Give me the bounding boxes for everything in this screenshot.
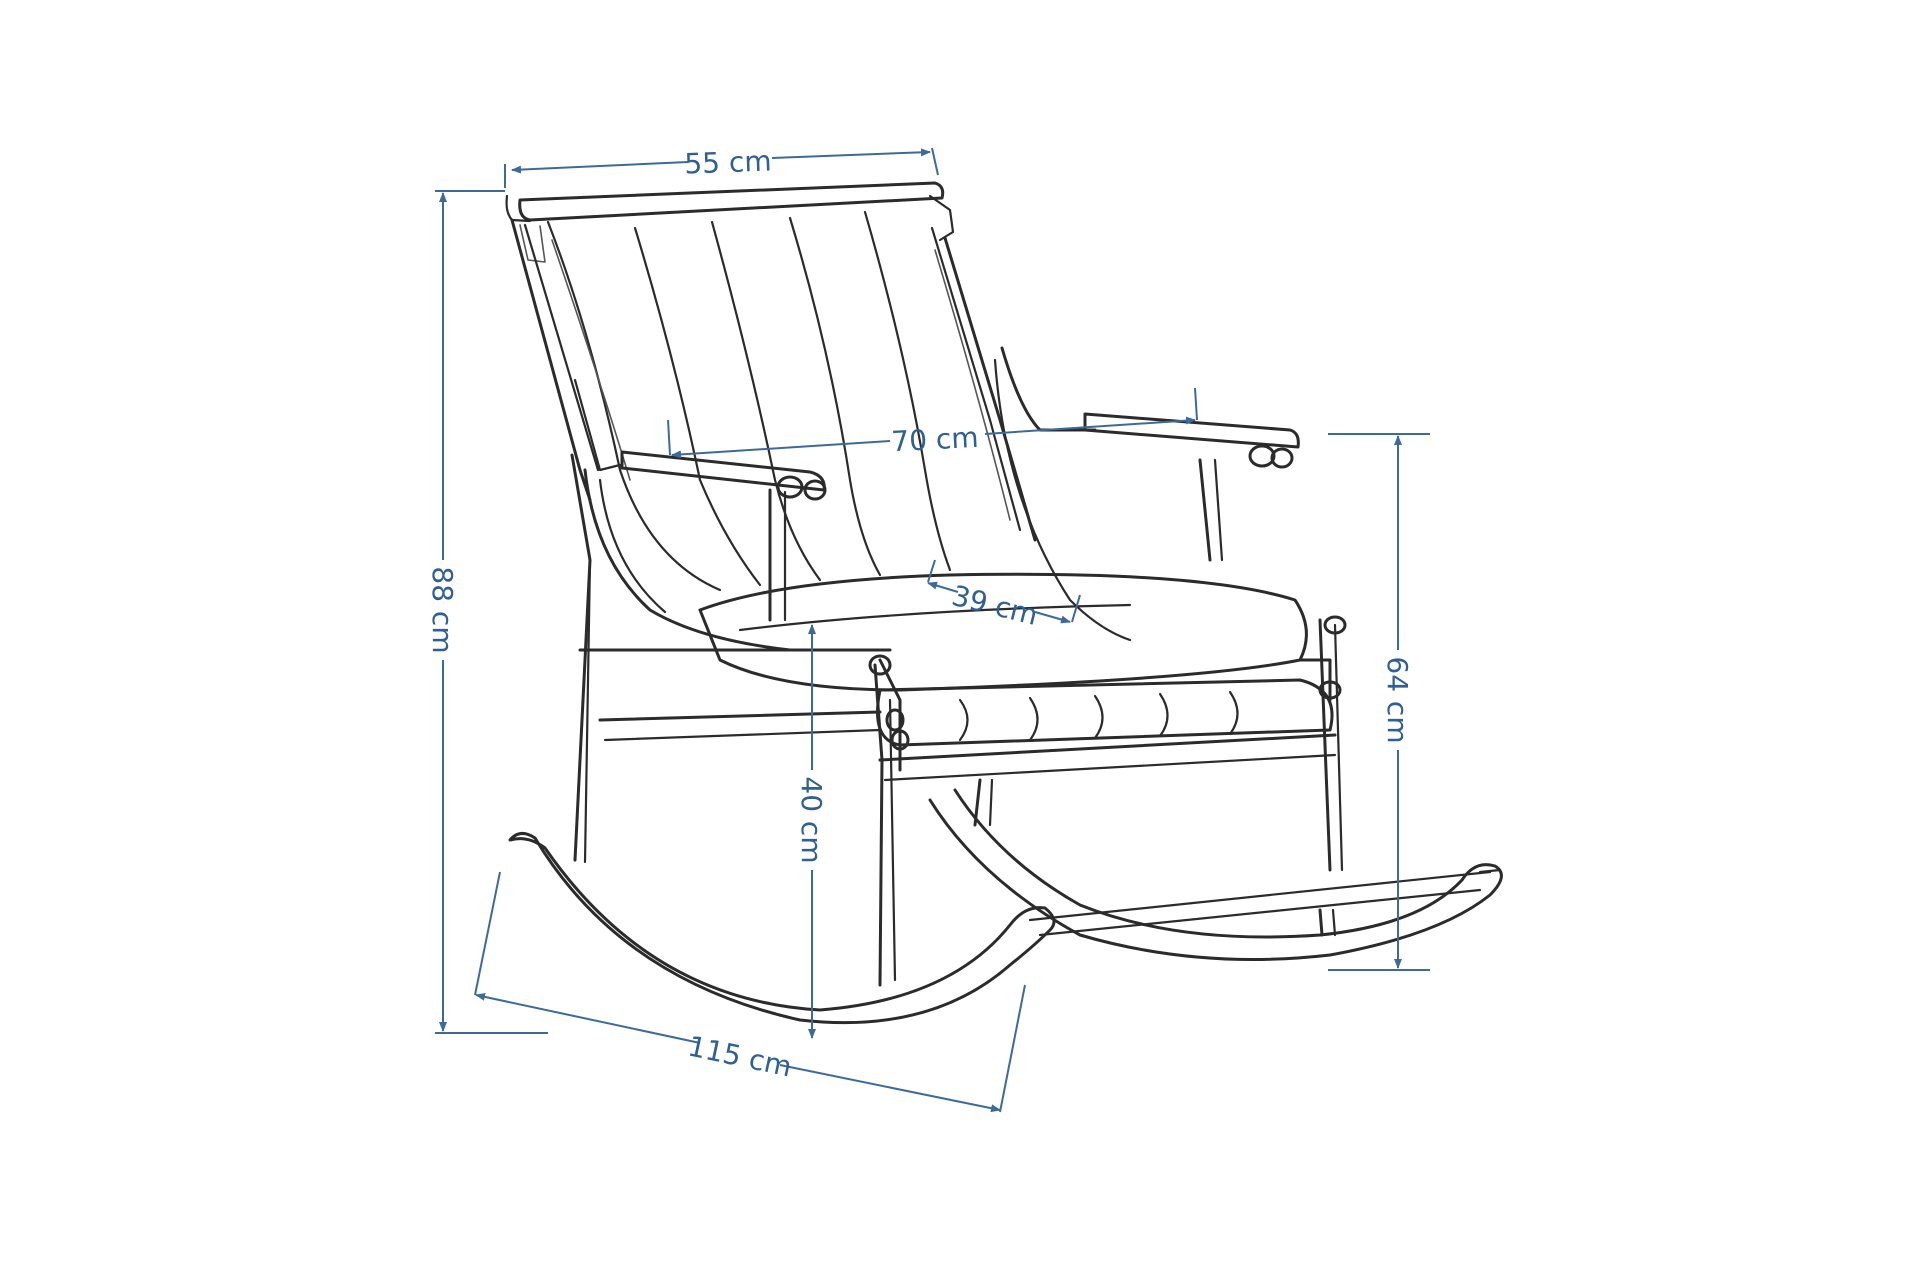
dimension-lines: 55 cm 88 cm 70 cm 39 cm [426,144,1430,1113]
right-armrest [993,346,1300,642]
rockers [508,788,1503,1025]
dimension-total-height-label: 88 cm [426,566,459,653]
seat-cushion [698,572,1347,747]
dimension-arm-width-label: 70 cm [891,421,980,459]
backrest-top-rail [505,181,955,263]
dimension-seat-depth-label: 39 cm [949,579,1042,632]
dimension-seat-height: 40 cm [795,624,828,1039]
chair-drawing [505,181,1503,1025]
left-armrest [573,378,827,652]
dimension-top-width: 55 cm [504,144,939,188]
dimension-rocker-length-label: 115 cm [685,1029,795,1083]
front-frame [570,453,1344,987]
dimension-total-height: 88 cm [426,190,548,1034]
dimension-seat-height-label: 40 cm [795,776,828,863]
dimension-arm-height-label: 64 cm [1381,656,1414,743]
dimension-top-width-label: 55 cm [684,144,772,180]
backrest-frame [510,218,1037,542]
dimension-rocker-length: 115 cm [474,871,1026,1113]
dimension-seat-depth: 39 cm [927,559,1081,632]
dimension-arm-width: 70 cm [667,387,1198,459]
backrest-slats [546,210,1011,592]
dimension-arm-height: 64 cm [1328,433,1430,971]
